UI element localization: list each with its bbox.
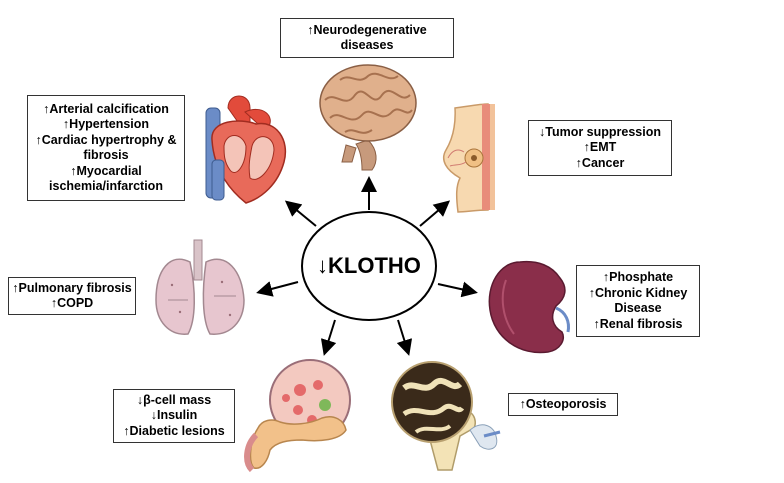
center-ellipse	[301, 211, 437, 321]
effect-line: ↓Tumor suppression	[538, 124, 661, 139]
kidney-icon	[488, 260, 570, 354]
effect-line: fibrosis	[83, 148, 129, 162]
arrow-to-heart	[284, 200, 317, 227]
bone-effects-box: ↑Osteoporosis	[508, 393, 618, 416]
effect-line: ↑COPD	[50, 296, 94, 310]
lung-effects-box: ↑Pulmonary fibrosis ↑COPD	[8, 277, 136, 315]
effect-line: ↑Cardiac hypertrophy &	[35, 132, 177, 147]
effect-line: ↑Phosphate	[602, 270, 674, 284]
breast-effects-box: ↓Tumor suppression ↑EMT ↑Cancer	[528, 120, 672, 176]
kidney-effects-box: ↑Phosphate ↑Chronic Kidney Disease ↑Rena…	[576, 265, 700, 337]
effect-line: ischemia/infarction	[49, 179, 163, 193]
brain-icon	[319, 64, 417, 171]
heart-icon	[205, 95, 287, 204]
heart-effects-box: ↑Arterial calcification ↑Hypertension ↑C…	[27, 95, 185, 201]
breast-icon	[442, 103, 495, 213]
effect-line: Disease	[614, 301, 662, 315]
effect-line: ↓Insulin	[150, 408, 198, 423]
arrow-to-bone	[396, 319, 413, 356]
effect-line: ↑Myocardial	[70, 163, 142, 178]
klotho-label: ↓KLOTHO	[317, 253, 421, 278]
arrow-to-pancreas	[320, 319, 337, 356]
lung-icon	[155, 239, 245, 335]
effect-line: ↑Pulmonary fibrosis	[12, 280, 132, 295]
arrow-to-lung	[256, 281, 299, 297]
effect-line: ↑EMT	[583, 140, 617, 155]
arrow-to-kidney	[437, 281, 478, 298]
arrows	[256, 176, 478, 356]
pancreas-icon	[244, 359, 351, 473]
effect-line: ↑Diabetic lesions	[123, 423, 225, 438]
bone-icon	[391, 361, 501, 471]
brain-effects-box: ↑Neurodegenerative diseases	[280, 18, 454, 58]
effect-line: ↑Neurodegenerative	[307, 22, 427, 37]
effect-line: ↑Renal fibrosis	[593, 316, 683, 331]
effect-line: ↑Cancer	[575, 155, 625, 170]
effect-line: ↑Arterial calcification	[43, 101, 169, 116]
effect-line: ↑Osteoporosis	[519, 396, 607, 411]
effect-line: ↑Hypertension	[62, 117, 150, 131]
pancreas-effects-box: ↓β-cell mass ↓Insulin ↑Diabetic lesions	[113, 389, 235, 443]
effect-line: diseases	[340, 38, 394, 52]
effect-line: ↓β-cell mass	[136, 392, 212, 407]
arrow-to-breast	[419, 200, 451, 227]
effect-line: ↑Chronic Kidney	[588, 285, 688, 300]
